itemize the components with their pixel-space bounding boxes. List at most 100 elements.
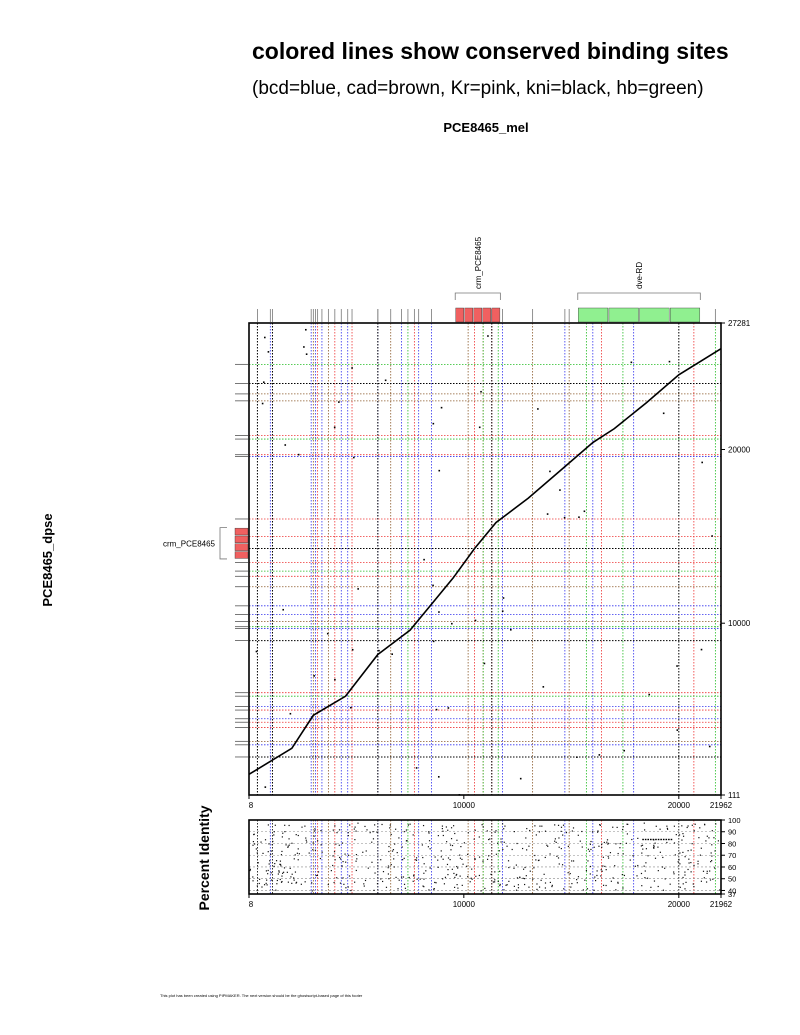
identity-point <box>338 829 341 831</box>
identity-point <box>517 887 520 889</box>
identity-point <box>466 865 468 867</box>
identity-point <box>320 830 322 832</box>
identity-point <box>395 828 397 830</box>
identity-point <box>317 840 319 842</box>
identity-point <box>490 873 492 875</box>
identity-point <box>576 882 578 884</box>
identity-x-tick-label: 20000 <box>668 900 691 909</box>
identity-point <box>333 881 335 884</box>
annotation-label-x: crm_PCE8465 <box>474 236 483 289</box>
identity-point <box>265 882 267 884</box>
identity-point <box>586 888 589 890</box>
y-tick-label: 111 <box>728 791 741 800</box>
main-site-lines <box>249 323 721 795</box>
identity-point <box>631 838 633 841</box>
identity-point <box>694 823 696 825</box>
identity-point <box>291 882 293 884</box>
identity-point <box>332 855 334 857</box>
identity-point <box>585 869 588 872</box>
identity-point <box>442 878 444 880</box>
identity-point <box>434 856 436 858</box>
identity-point <box>295 882 297 884</box>
identity-point <box>679 886 681 888</box>
identity-point <box>389 827 391 829</box>
identity-point <box>314 828 316 830</box>
identity-point <box>422 885 424 887</box>
alignment-dot <box>546 513 549 515</box>
identity-point <box>289 867 291 869</box>
identity-point <box>364 879 367 882</box>
identity-point <box>294 854 296 856</box>
alignment-dot <box>483 662 486 665</box>
identity-point <box>437 835 439 837</box>
identity-point <box>714 850 716 852</box>
alignment-dot <box>519 777 522 780</box>
identity-point <box>706 870 708 872</box>
identity-point <box>678 834 681 836</box>
identity-point <box>270 872 272 874</box>
identity-point <box>596 870 598 872</box>
identity-point <box>535 834 537 836</box>
identity-point <box>387 873 389 875</box>
alignment-dot <box>502 597 505 599</box>
identity-point <box>402 876 405 878</box>
identity-point <box>272 840 274 843</box>
identity-point <box>288 838 290 840</box>
identity-point <box>449 844 452 846</box>
identity-point <box>447 868 449 871</box>
identity-point <box>690 871 692 873</box>
identity-point <box>584 879 586 881</box>
identity-point <box>486 858 489 860</box>
identity-point <box>647 855 649 857</box>
identity-point <box>669 883 671 885</box>
identity-point <box>367 867 369 869</box>
identity-point <box>291 873 293 875</box>
alignment-dot <box>648 693 651 696</box>
annotation-block-y <box>234 527 249 536</box>
identity-point <box>579 840 581 842</box>
identity-point <box>616 826 618 829</box>
identity-point <box>275 860 278 862</box>
alignment-dots <box>255 328 722 796</box>
identity-point <box>273 865 275 867</box>
identity-point <box>423 863 425 865</box>
identity-point <box>570 886 572 888</box>
identity-point <box>597 830 599 832</box>
identity-point <box>287 845 289 847</box>
identity-point <box>437 859 439 861</box>
identity-point <box>560 826 563 828</box>
identity-point <box>457 867 459 869</box>
identity-point <box>478 856 481 858</box>
identity-point <box>273 831 275 833</box>
alignment-dot <box>255 650 258 653</box>
identity-point <box>397 888 399 890</box>
identity-point <box>717 840 719 842</box>
identity-point <box>594 880 597 882</box>
identity-point <box>305 837 307 839</box>
identity-point <box>454 832 456 835</box>
alignment-dot <box>578 516 580 518</box>
identity-point <box>662 889 665 891</box>
identity-point <box>655 838 657 841</box>
alignment-dot <box>384 379 387 382</box>
identity-point <box>603 841 605 844</box>
alignment-dot <box>350 706 352 709</box>
alignment-dot <box>701 461 703 464</box>
identity-point <box>336 832 338 834</box>
identity-point <box>692 883 694 885</box>
identity-point <box>626 833 628 835</box>
identity-point <box>687 850 689 852</box>
identity-x-tick-label: 8 <box>249 900 254 909</box>
identity-point <box>396 852 398 854</box>
identity-point <box>269 860 271 862</box>
identity-point <box>606 841 608 843</box>
identity-point <box>523 878 526 880</box>
alignment-dot <box>303 346 305 348</box>
identity-point <box>461 858 463 860</box>
identity-point <box>362 851 364 853</box>
identity-point <box>646 877 649 879</box>
identity-point <box>497 842 499 844</box>
identity-point <box>688 862 690 864</box>
